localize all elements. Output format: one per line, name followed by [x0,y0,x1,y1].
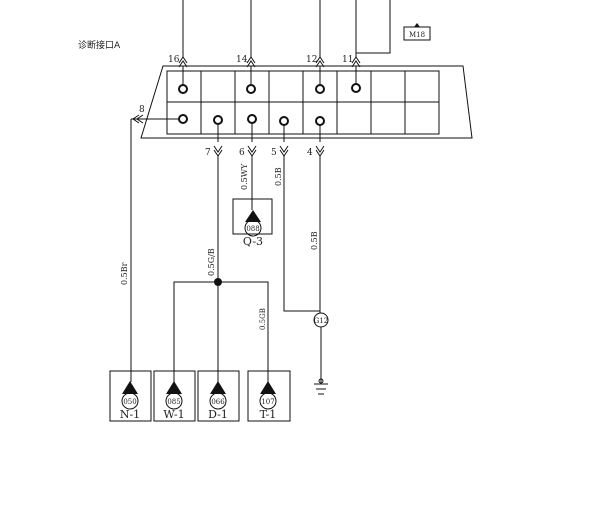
pin-label-6: 6 [239,148,245,158]
ground-arrow-d1 [210,381,226,394]
pin-label-7: 7 [205,148,211,158]
wire-label-pin6: 0.5WY [240,163,249,190]
ground-code-t1: 107 [261,398,274,406]
wire-branch [173,281,269,382]
ground-arrow-w1 [166,381,182,394]
pin-label-16: 16 [168,55,180,65]
connector-outline [140,65,473,139]
terminal-5 [279,116,289,126]
pin-label-14: 14 [236,55,248,65]
ground-box-n1 [109,370,152,422]
pin-label-8: 8 [139,105,145,115]
ground-label-q3: Q-3 [243,235,263,248]
ground-label-t1: T-1 [260,408,277,421]
ground-arrow-n1 [122,381,138,394]
wire-label-pin4: 0.5B [310,231,319,250]
arrow-pin4 [315,145,325,153]
wire-label-pin7: 0.5G/B [207,248,216,276]
connector-tag: M18 [409,31,425,39]
terminal-12 [315,84,325,94]
arrow-pin11 [351,56,361,64]
ground-box-q3 [232,198,273,235]
wire-pin11-loop [356,0,391,54]
splice-node [214,278,222,286]
ground-box-d1 [197,370,240,422]
terminal-11 [351,83,361,93]
arrow-pin8 [132,114,140,124]
terminal-14 [246,84,256,94]
wire-label-pin5: 0.5B [274,167,283,186]
ground-code-g12: G12 [314,317,329,325]
ground-label-w1: W-1 [163,408,184,421]
pin-label-11: 11 [342,55,353,65]
ground-arrow-q3 [245,210,261,222]
pin-label-12: 12 [306,55,317,65]
arrow-pin16 [178,56,188,64]
terminal-16 [178,84,188,94]
ground-box-w1 [153,370,196,422]
terminal-6 [247,114,257,124]
wire-label-pin8: 0.5Br [120,262,129,285]
ground-code-d1: 066 [211,398,225,406]
ground-box-t1 [247,370,291,422]
ground-code-q3: 088 [246,225,259,233]
ground-code-n1: 050 [123,398,136,406]
arrow-pin14 [246,56,256,64]
arrow-pin7 [213,145,223,153]
ground-label-d1: D-1 [208,408,228,421]
terminal-8 [178,114,188,124]
pin-terminals [178,83,361,126]
ground-code-w1: 085 [167,398,180,406]
ground-label-n1: N-1 [120,408,140,421]
ground-arrow-t1 [260,381,276,394]
pin-label-5: 5 [271,148,277,158]
arrow-pin5 [279,145,289,153]
pin-label-4: 4 [307,148,313,158]
arrow-pin12 [315,56,325,64]
wire-pin5 [283,156,320,312]
connector-title: 诊断接口A [78,39,121,51]
terminal-4 [315,116,325,126]
terminal-7 [213,115,223,125]
wire-label-t1: 0.5GB [259,308,267,330]
arrow-pin6 [247,145,257,153]
